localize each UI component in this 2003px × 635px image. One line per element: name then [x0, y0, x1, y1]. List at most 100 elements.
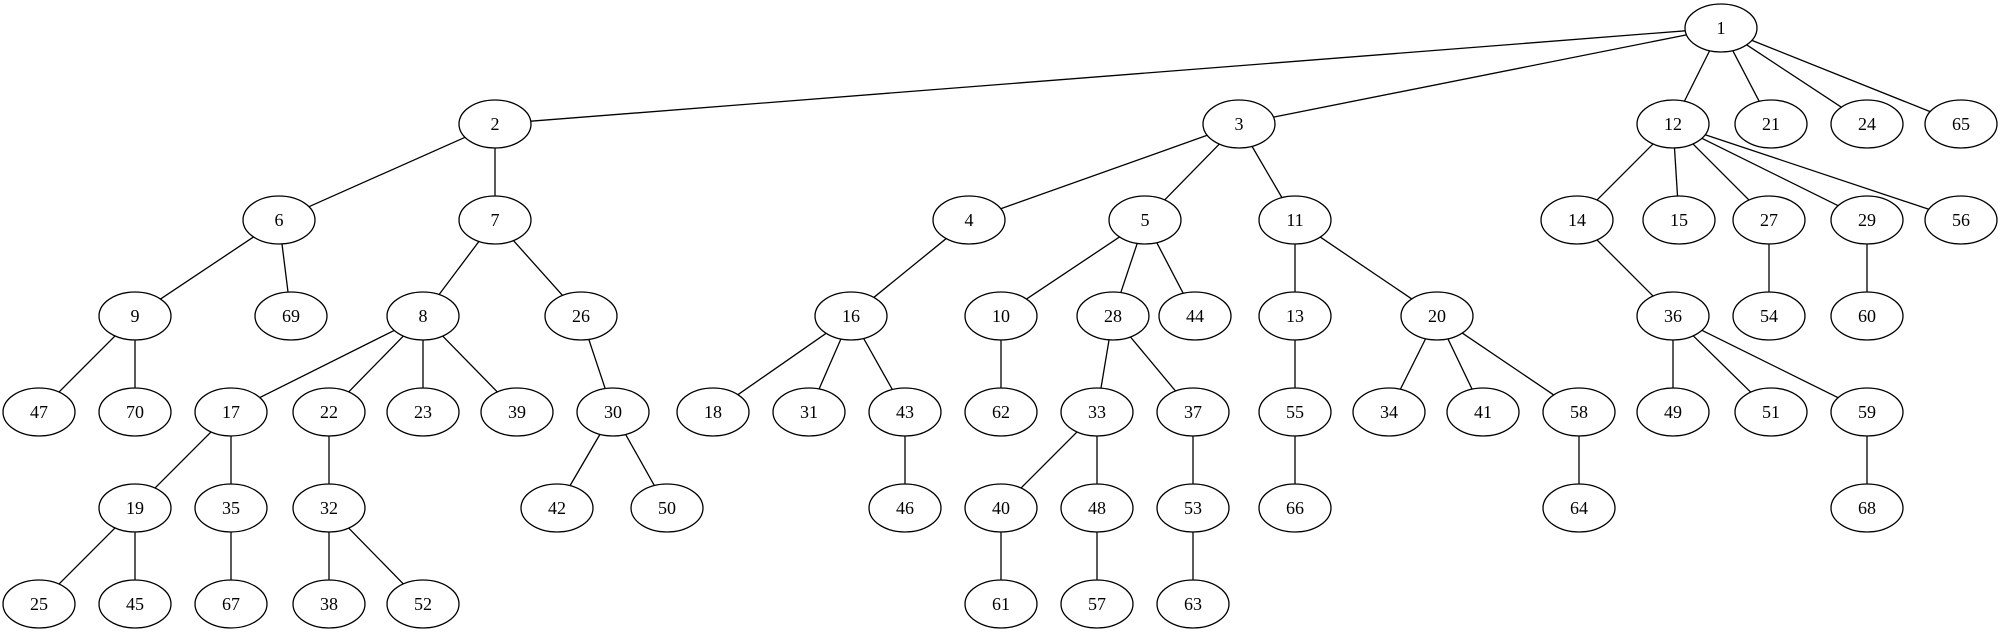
node-label: 11 [1286, 210, 1303, 230]
node-label: 60 [1858, 306, 1876, 326]
node-18: 18 [676, 387, 750, 437]
edge-20-58 [1461, 332, 1555, 396]
node-24: 24 [1830, 99, 1904, 149]
node-label: 5 [1141, 210, 1150, 230]
edge-12-56 [1704, 134, 1930, 210]
edge-32-52 [348, 527, 404, 585]
edge-28-33 [1100, 339, 1110, 389]
node-label: 3 [1235, 114, 1244, 134]
node-41: 41 [1446, 387, 1520, 437]
node-36: 36 [1636, 291, 1710, 341]
node-label: 58 [1570, 402, 1588, 422]
node-ellipse [1924, 99, 1998, 149]
node-ellipse [1684, 3, 1758, 53]
node-ellipse [1158, 291, 1232, 341]
edge-8-22 [348, 335, 404, 393]
node-label: 43 [896, 402, 914, 422]
node-label: 39 [508, 402, 526, 422]
node-ellipse [1258, 291, 1332, 341]
node-26: 26 [544, 291, 618, 341]
edge-11-20 [1319, 236, 1413, 300]
node-5: 5 [1108, 195, 1182, 245]
edge-16-18 [737, 332, 827, 396]
edge-1-12 [1683, 50, 1711, 102]
node-label: 22 [320, 402, 338, 422]
node-61: 61 [964, 579, 1038, 629]
node-ellipse [1830, 291, 1904, 341]
node-label: 50 [658, 498, 676, 518]
node-ellipse [1830, 387, 1904, 437]
node-56: 56 [1924, 195, 1998, 245]
node-label: 34 [1380, 402, 1398, 422]
node-label: 51 [1762, 402, 1780, 422]
node-34: 34 [1352, 387, 1426, 437]
node-label: 1 [1717, 18, 1726, 38]
node-ellipse [1352, 387, 1426, 437]
node-69: 69 [254, 291, 328, 341]
node-ellipse [98, 579, 172, 629]
node-11: 11 [1258, 195, 1332, 245]
node-label: 54 [1760, 306, 1778, 326]
node-ellipse [544, 291, 618, 341]
node-20: 20 [1400, 291, 1474, 341]
node-ellipse [1734, 387, 1808, 437]
edge-26-30 [588, 339, 606, 389]
node-ellipse [1636, 99, 1710, 149]
edge-8-17 [259, 329, 395, 399]
node-ellipse [1830, 99, 1904, 149]
node-48: 48 [1060, 483, 1134, 533]
edge-5-44 [1156, 242, 1184, 294]
node-label: 68 [1858, 498, 1876, 518]
edge-20-34 [1399, 338, 1427, 390]
edge-19-25 [58, 527, 116, 585]
node-ellipse [194, 483, 268, 533]
edge-6-69 [281, 243, 289, 293]
node-9: 9 [98, 291, 172, 341]
edge-12-29 [1701, 137, 1839, 207]
node-ellipse [964, 483, 1038, 533]
node-ellipse [2, 387, 76, 437]
node-label: 49 [1664, 402, 1682, 422]
node-28: 28 [1076, 291, 1150, 341]
node-ellipse [772, 387, 846, 437]
edge-16-31 [818, 338, 842, 390]
node-49: 49 [1636, 387, 1710, 437]
node-label: 7 [491, 210, 500, 230]
node-label: 8 [419, 306, 428, 326]
node-3: 3 [1202, 99, 1276, 149]
node-ellipse [98, 483, 172, 533]
edge-1-2 [530, 30, 1686, 122]
edge-12-14 [1596, 143, 1654, 201]
node-label: 64 [1570, 498, 1588, 518]
node-label: 70 [126, 402, 144, 422]
node-label: 25 [30, 594, 48, 614]
edge-36-59 [1701, 329, 1839, 399]
node-ellipse [868, 483, 942, 533]
node-ellipse [1156, 483, 1230, 533]
node-label: 61 [992, 594, 1010, 614]
node-ellipse [576, 387, 650, 437]
node-ellipse [2, 579, 76, 629]
edge-6-9 [160, 236, 254, 300]
node-label: 37 [1184, 402, 1202, 422]
node-ellipse [1636, 291, 1710, 341]
node-53: 53 [1156, 483, 1230, 533]
node-ellipse [1540, 195, 1614, 245]
node-10: 10 [964, 291, 1038, 341]
node-60: 60 [1830, 291, 1904, 341]
node-label: 47 [30, 402, 48, 422]
edge-12-27 [1692, 143, 1750, 201]
node-19: 19 [98, 483, 172, 533]
node-ellipse [1400, 291, 1474, 341]
node-label: 9 [131, 306, 140, 326]
node-label: 28 [1104, 306, 1122, 326]
node-ellipse [1732, 291, 1806, 341]
edge-33-40 [1020, 431, 1078, 489]
node-ellipse [1060, 579, 1134, 629]
edge-3-4 [1000, 134, 1208, 210]
node-38: 38 [292, 579, 366, 629]
node-67: 67 [194, 579, 268, 629]
node-label: 38 [320, 594, 338, 614]
node-label: 15 [1670, 210, 1688, 230]
